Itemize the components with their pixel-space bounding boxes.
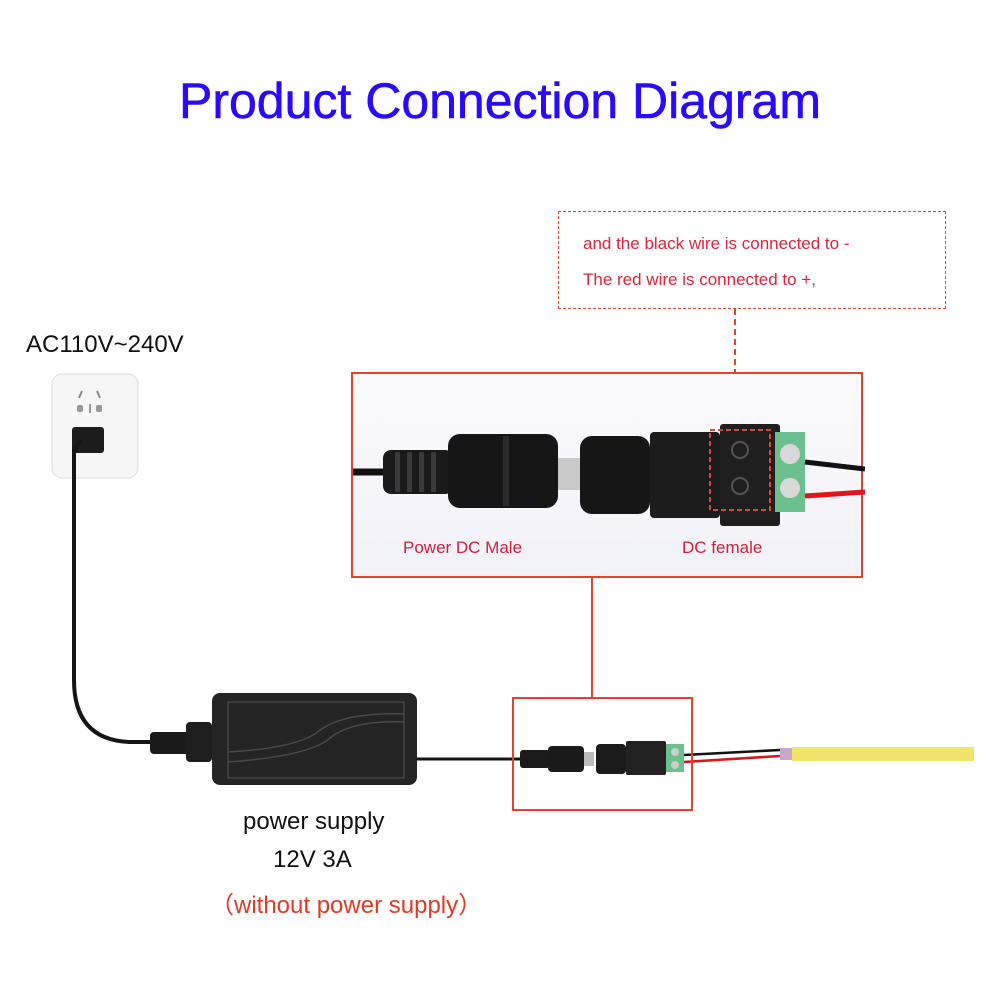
connector-detail-box: Power DC Male DC female bbox=[351, 372, 865, 578]
note-line-red-wire: The red wire is connected to +, bbox=[583, 270, 816, 289]
power-supply-spec: 12V 3A bbox=[273, 846, 352, 873]
small-connector bbox=[520, 741, 684, 775]
power-dc-male-label: Power DC Male bbox=[403, 538, 523, 557]
led-strip bbox=[792, 747, 974, 761]
note-line-black-wire: and the black wire is connected to - bbox=[583, 234, 850, 253]
connector-detail-drawing bbox=[353, 424, 865, 526]
power-supply-note: （without power supply） bbox=[210, 892, 483, 919]
ac-voltage-label: AC110V~240V bbox=[26, 331, 184, 358]
dc-female-plug bbox=[580, 424, 805, 526]
dc-female-label: DC female bbox=[682, 538, 763, 557]
wall-outlet bbox=[51, 373, 139, 479]
ac-cord bbox=[72, 438, 160, 744]
dc-male-plug bbox=[383, 434, 580, 508]
diagram-title: Product Connection Diagram bbox=[179, 73, 822, 130]
ac-plug bbox=[150, 732, 190, 754]
power-supply-label: power supply bbox=[243, 808, 385, 835]
power-brick bbox=[212, 693, 417, 785]
wiring-note-box: and the black wire is connected to - The… bbox=[558, 211, 946, 309]
connection-point-box bbox=[512, 697, 693, 811]
